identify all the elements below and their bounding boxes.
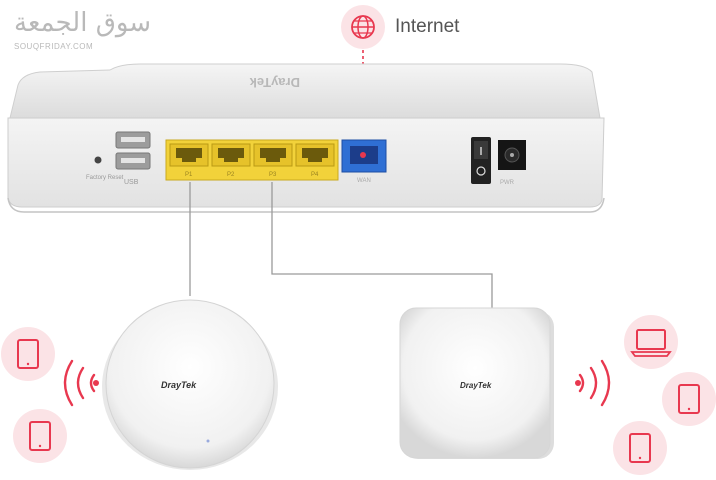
power-label: PWR [500,180,515,186]
lan-port-4[interactable] [295,143,335,167]
ceiling-access-point [102,299,278,470]
lan-port-label: P1 [185,172,193,178]
wall-access-point [399,307,554,459]
wan-label: WAN [357,178,371,184]
watermark-latin: SOUQFRIDAY.COM [14,42,94,51]
lan-port-2[interactable] [211,143,251,167]
tablet-icon [662,372,716,426]
usb-ports[interactable] [115,131,151,170]
globe-icon [341,5,385,49]
tablet-icon [613,421,667,475]
lan-port-3[interactable] [253,143,293,167]
ceiling-ap-brand: DrayTek [161,380,197,390]
lan-port-label: P2 [227,172,235,178]
wall-ap-brand: DrayTek [460,381,492,390]
router: DrayTek Factory Reset USB P1 P2 P3 P4 WAN [7,63,605,213]
reset-button[interactable] [94,156,102,164]
lan-port-1[interactable] [169,143,209,167]
internet-label: Internet [395,16,460,37]
watermark-arabic: سوق الجمعة [14,8,152,38]
wan-port[interactable] [341,139,387,173]
usb-label: USB [124,179,139,186]
router-brand-top: DrayTek [249,75,300,90]
wifi-signal-left-icon [63,359,99,407]
tablet-icon [1,327,55,381]
cable-wall-ap [271,182,493,308]
power-switch[interactable] [471,137,491,184]
reset-label: Factory Reset [86,175,124,181]
wifi-signal-right-icon [575,359,611,407]
lan-port-label: P4 [311,172,319,178]
laptop-icon [624,315,678,369]
tablet-icon [13,409,67,463]
power-jack [498,140,526,170]
lan-port-label: P3 [269,172,277,178]
